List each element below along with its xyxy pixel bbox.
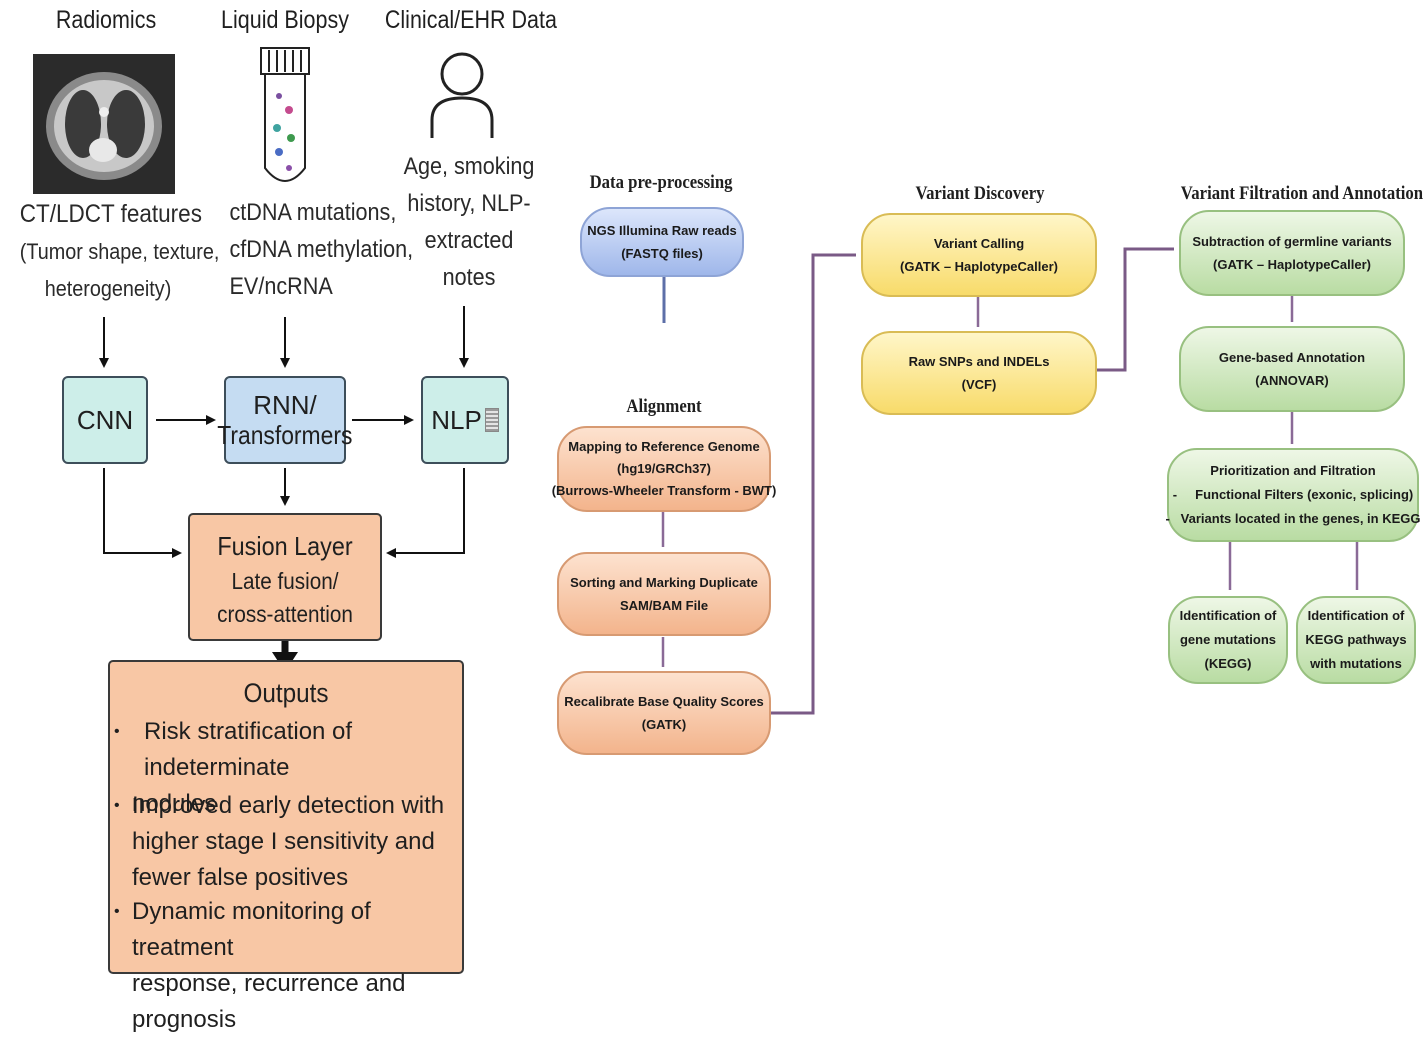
clinical-description: Age, smoking history, NLP- extracted not… xyxy=(403,153,535,291)
ct-scan-image xyxy=(33,54,175,194)
section-alignment-title: Alignment xyxy=(626,396,702,417)
arrow-cnn-fusion xyxy=(103,468,182,558)
node-prioritization: Prioritization and Filtration- Functiona… xyxy=(1166,448,1421,542)
outputs-title: Outputs xyxy=(243,678,329,708)
arrow-nlp-fusion xyxy=(386,468,465,558)
fusion-layer-box: Fusion Layer Late fusion/ cross-attentio… xyxy=(188,513,382,641)
section-discovery-title: Variant Discovery xyxy=(915,183,1045,204)
test-tube-icon xyxy=(255,44,315,194)
section-preprocessing-title: Data pre-processing xyxy=(589,172,733,193)
transformers-label: Transformers xyxy=(217,420,353,450)
outputs-box: Outputs • Risk stratification of indeter… xyxy=(108,660,464,1033)
node-variant-calling: Variant Calling(GATK – HaplotypeCaller) xyxy=(861,213,1097,297)
fusion-title: Fusion Layer xyxy=(217,531,353,561)
arrow-snps-subtraction xyxy=(1097,247,1174,372)
liquid-biopsy-description: ctDNA mutations, cfDNA methylation, EV/n… xyxy=(229,199,414,300)
section-filtration-title: Variant Filtration and Annotation xyxy=(1180,183,1424,204)
output-item-1: • Risk stratification of indeterminate n… xyxy=(114,718,353,817)
cnn-label: CNN xyxy=(76,405,134,435)
person-icon xyxy=(428,50,498,142)
rnn-transformers-box: RNN/ Transformers xyxy=(217,376,353,464)
radiomics-title: Radiomics xyxy=(55,6,157,34)
radiomics-description: CT/LDCT features (Tumor shape, texture, … xyxy=(19,200,220,301)
node-recalibrate: Recalibrate Base Quality Scores(GATK) xyxy=(557,671,771,755)
fusion-line-2: cross-attention xyxy=(217,601,353,627)
nlp-label: NLP xyxy=(431,405,482,435)
node-raw-snps: Raw SNPs and INDELs(VCF) xyxy=(861,331,1097,415)
document-icon xyxy=(484,408,499,432)
node-raw-reads: NGS Illumina Raw reads(FASTQ files) xyxy=(580,207,744,277)
fusion-line-1: Late fusion/ xyxy=(231,568,339,594)
liquid-biopsy-title: Liquid Biopsy xyxy=(221,6,349,34)
output-item-2: • Improved early detection with higher s… xyxy=(114,792,445,891)
clinical-ehr-title: Clinical/EHR Data xyxy=(384,6,557,34)
output-item-3: • Dynamic monitoring of treatment respon… xyxy=(114,898,406,1033)
rnn-label: RNN/ xyxy=(253,390,317,420)
cnn-box: CNN xyxy=(62,376,148,464)
node-mapping: Mapping to Reference Genome(hg19/GRCh37)… xyxy=(552,426,776,512)
arrow-recal-calling xyxy=(770,253,856,715)
node-subtraction: Subtraction of germline variants(GATK – … xyxy=(1179,210,1405,296)
connectors xyxy=(99,247,1359,715)
node-gene-annotation: Gene-based Annotation(ANNOVAR) xyxy=(1179,326,1405,412)
nlp-box: NLP xyxy=(421,376,509,464)
